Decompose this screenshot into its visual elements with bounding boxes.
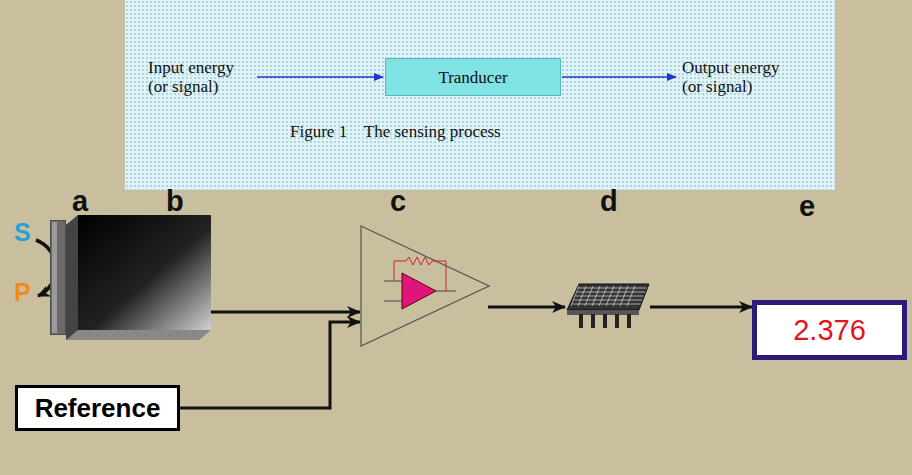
signal-wire <box>211 311 360 314</box>
part-letter: b <box>166 186 184 216</box>
transducer-block: b <box>66 215 211 340</box>
sensing-layer: a <box>50 220 66 335</box>
processor-chip: d <box>565 282 650 332</box>
box-text: Tranducer <box>438 68 507 87</box>
box-text: 2.376 <box>793 314 866 347</box>
box-text: Reference <box>35 393 161 424</box>
species-label: S <box>14 218 31 247</box>
input-arrow <box>257 76 383 78</box>
signal-label: Output energy (or signal) <box>682 58 792 96</box>
process-box: Tranducer <box>385 58 561 96</box>
part-letter: a <box>72 186 88 216</box>
output-arrow <box>562 76 676 78</box>
reference-box: Reference <box>15 385 180 431</box>
amplifier-symbol: c <box>360 225 490 347</box>
species-label: P <box>14 278 31 307</box>
part-letter: e <box>799 191 815 221</box>
part-letter: c <box>390 186 406 216</box>
figure-caption: Figure 1 The sensing process <box>290 122 501 141</box>
signal-wire <box>650 306 752 309</box>
part-letter: d <box>600 186 618 216</box>
signal-wire <box>488 306 565 309</box>
display-box: e2.376 <box>752 300 907 360</box>
signal-label: Input energy (or signal) <box>148 58 252 96</box>
signal-wire <box>180 322 360 408</box>
